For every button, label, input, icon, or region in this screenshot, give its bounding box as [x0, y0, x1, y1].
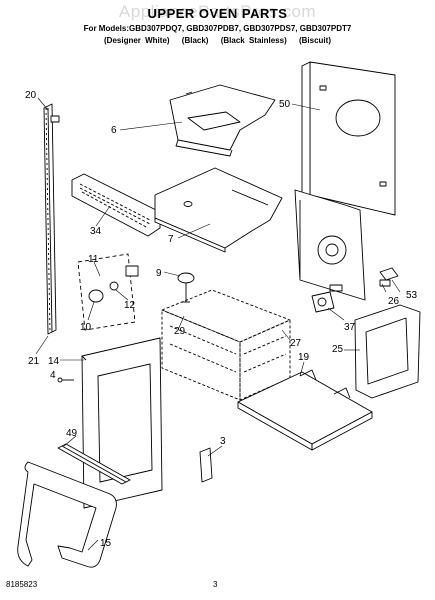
- callout-11: 11: [88, 254, 99, 265]
- part-channel: [57, 443, 131, 485]
- callout-labels: 20 6 50 34 7 11 9 12 10 29 26 53 37 27 2…: [25, 90, 418, 549]
- color-variants: (Designer White) (Black) (Black Stainles…: [0, 36, 435, 45]
- part-right-panel: [354, 304, 421, 399]
- page-title: UPPER OVEN PARTS: [147, 6, 288, 21]
- part-sensor: [311, 291, 335, 313]
- callout-4: 4: [50, 370, 56, 381]
- part-connector: [177, 272, 195, 303]
- callout-49: 49: [66, 428, 78, 439]
- watermark: AppliancePartsPros.com: [118, 2, 317, 21]
- color-variant: (Biscuit): [298, 36, 331, 45]
- callout-10: 10: [80, 322, 92, 333]
- callout-14: 14: [48, 356, 60, 367]
- callout-20: 20: [25, 90, 37, 101]
- callout-9: 9: [156, 268, 162, 279]
- color-variant: (Black Stainless): [220, 36, 287, 45]
- callout-26: 26: [388, 296, 400, 307]
- callout-29: 29: [174, 326, 186, 337]
- callout-7: 7: [168, 234, 174, 245]
- callout-15: 15: [100, 538, 112, 549]
- part-bottom-tray: [237, 369, 373, 451]
- callout-12: 12: [124, 300, 136, 311]
- color-variant: (Black): [181, 36, 209, 45]
- callout-21: 21: [28, 356, 40, 367]
- part-side-trim: [43, 103, 60, 335]
- part-door-gasket: [17, 461, 117, 568]
- callout-3: 3: [220, 436, 226, 447]
- callout-25: 25: [332, 344, 344, 355]
- part-switch: [379, 267, 399, 287]
- color-variant: (Designer White): [104, 36, 170, 45]
- callout-19: 19: [298, 352, 310, 363]
- page-number: 3: [213, 580, 218, 589]
- part-oven-liner: [161, 289, 291, 401]
- models-line: For Models:GBD307PDQ7, GBD307PDB7, GBD30…: [83, 24, 352, 33]
- part-side-bracket: [294, 189, 366, 301]
- callout-34: 34: [90, 226, 102, 237]
- part-top-shield: [169, 84, 276, 157]
- document-number: 8185823: [6, 580, 38, 589]
- part-vent-grille: [71, 173, 161, 237]
- part-knob-group: [77, 253, 139, 331]
- callout-27: 27: [290, 338, 302, 349]
- callout-50: 50: [279, 99, 291, 110]
- part-clip: [199, 447, 213, 483]
- callout-37: 37: [344, 322, 356, 333]
- part-rear-panel: [301, 61, 396, 216]
- callout-6: 6: [111, 125, 117, 136]
- part-oven-top-panel: [154, 167, 283, 253]
- callout-53: 53: [406, 290, 418, 301]
- leader-lines: [35, 97, 401, 551]
- part-screw: [57, 377, 74, 383]
